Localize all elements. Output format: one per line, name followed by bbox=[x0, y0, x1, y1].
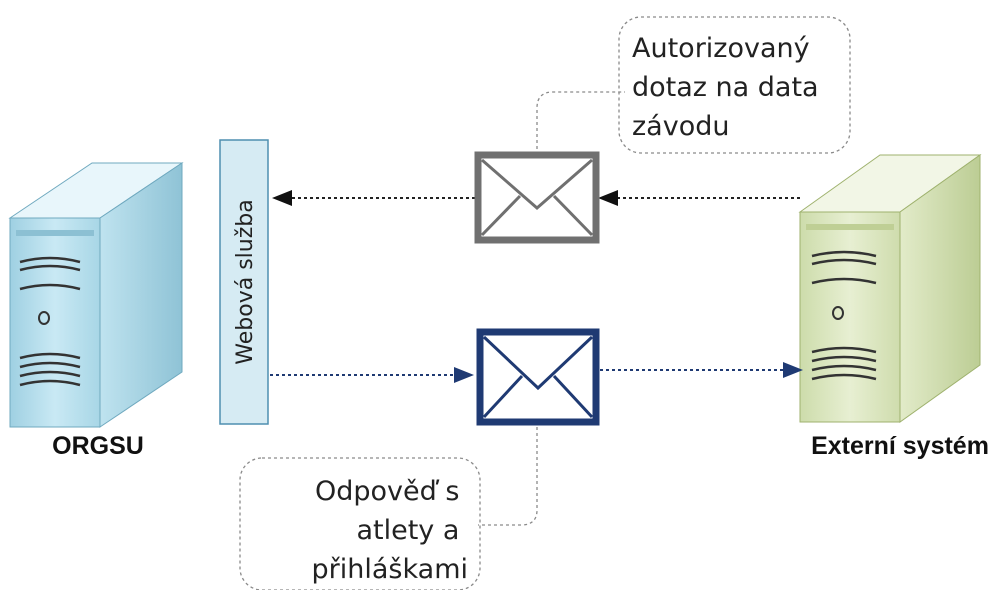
request-flow bbox=[272, 151, 800, 244]
response-flow bbox=[270, 328, 803, 426]
request-line-3: závodu bbox=[632, 111, 729, 142]
external-system-label: Externí systém bbox=[811, 432, 989, 460]
web-service-label: Webová služba bbox=[233, 199, 258, 364]
response-callout-box bbox=[239, 457, 481, 590]
response-line-1: Odpověď s bbox=[315, 476, 459, 507]
request-arrowhead-left bbox=[272, 190, 292, 206]
request-callout-leader bbox=[536, 91, 625, 155]
orgsu-server-icon bbox=[8, 162, 184, 428]
web-service-block: Webová služba bbox=[219, 139, 269, 425]
request-line-1: Autorizovaný bbox=[632, 33, 810, 64]
response-callout-leader bbox=[478, 427, 538, 526]
response-line-2: atlety a bbox=[356, 515, 459, 546]
response-arrowhead-right bbox=[783, 362, 803, 378]
response-envelope-icon bbox=[476, 328, 600, 426]
request-line-2: dotaz na data bbox=[632, 72, 819, 103]
request-arrowhead-right bbox=[598, 190, 618, 206]
external-server-icon bbox=[798, 154, 982, 423]
request-envelope-icon bbox=[474, 151, 600, 244]
response-line-3: přihláškami bbox=[312, 554, 468, 585]
orgsu-label: ORGSU bbox=[52, 432, 144, 460]
response-callout: Odpověď s atlety a přihláškami bbox=[239, 427, 538, 590]
request-callout: Autorizovaný dotaz na data závodu bbox=[536, 16, 851, 155]
request-callout-text: Autorizovaný dotaz na data závodu bbox=[632, 33, 827, 142]
response-callout-text: Odpověď s atlety a přihláškami bbox=[312, 476, 468, 585]
response-arrowhead-left bbox=[454, 367, 474, 383]
